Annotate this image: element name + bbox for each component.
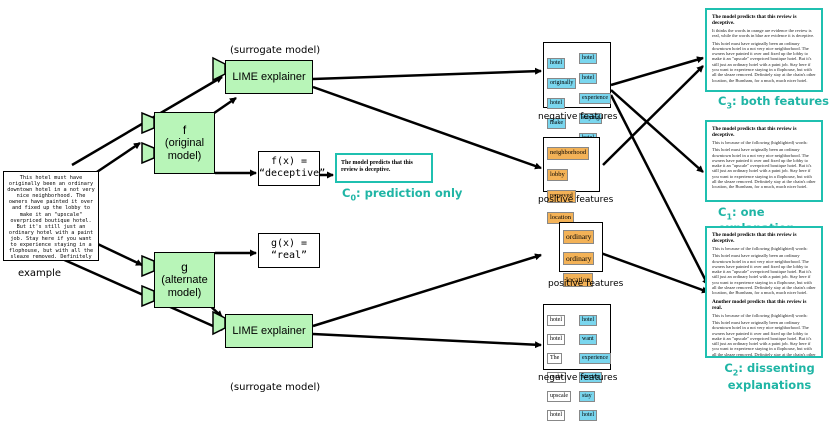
c3-title: The model predicts that this review is d…	[712, 14, 797, 26]
negative-features-top: hoteloriginallyhotelmakeupscale hotelhot…	[543, 42, 611, 149]
positive-features-bottom: ordinary ordinary location	[559, 222, 603, 287]
feature-word: hotel	[547, 315, 565, 326]
alternate-model-g: g (alternate model)	[154, 252, 215, 308]
c0-prediction-text: The model predicts that this review is d…	[341, 160, 413, 173]
feature-word: hotel	[579, 315, 597, 326]
feature-word: staying	[579, 113, 603, 124]
example-review-text: This hotel must have originally been an …	[7, 175, 95, 261]
feature-word: staying	[579, 372, 603, 383]
example-review-box: This hotel must have originally been an …	[3, 171, 99, 261]
c3-review: This hotel must have originally been an …	[712, 40, 816, 83]
feature-word: experience	[579, 93, 611, 104]
c1-document: The model predicts that this review is d…	[705, 120, 823, 202]
f-output-expr: f(x) =	[270, 156, 308, 167]
feature-word: neighborhood	[547, 147, 590, 160]
feature-word: hotel	[579, 73, 597, 84]
feature-word: removed	[547, 190, 576, 203]
c2-review-2: This hotel must have originally been an …	[712, 319, 816, 357]
g-model-name: g	[181, 259, 188, 274]
f-output-value: “deceptive”	[259, 168, 326, 179]
feature-word: originally	[547, 78, 577, 89]
negative-top-col1: hoteloriginallyhotelmakeupscale	[547, 51, 577, 151]
feature-word: hotel	[547, 410, 565, 421]
f-model-subtitle: (original model)	[164, 136, 205, 162]
c2-title-1: The model predicts that this review is d…	[712, 232, 797, 244]
c1-title: The model predicts that this review is d…	[712, 126, 797, 138]
c2-review-1: This hotel must have originally been an …	[712, 253, 816, 296]
c2-intro-2: This is because of the following (highli…	[712, 312, 808, 318]
feature-word: The	[547, 353, 563, 364]
positive-features-label-bottom: positive features	[548, 279, 624, 289]
feature-word: ordinary	[563, 230, 595, 244]
surrogate-label-bottom: (surrogate model)	[230, 382, 321, 393]
c1-review: This hotel must have originally been an …	[712, 147, 816, 190]
c1-intro: This is because of the following (highli…	[712, 140, 808, 145]
feature-word: experience	[579, 353, 611, 364]
feature-word: upscale	[547, 391, 571, 402]
feature-word: make	[547, 118, 566, 129]
c3-intro: It thinks the words in orange are eviden…	[712, 28, 815, 39]
feature-word: make	[547, 372, 566, 383]
f-output-box: f(x) = “deceptive”	[258, 151, 326, 186]
example-label: example	[18, 268, 62, 279]
c2-document: The model predicts that this review is d…	[705, 226, 823, 358]
c3-document: The model predicts that this review is d…	[705, 8, 823, 92]
surrogate-label-top: (surrogate model)	[230, 45, 321, 56]
feature-word: ordinary	[563, 251, 595, 265]
feature-word: hotel	[579, 53, 597, 64]
negative-top-col2: hotelhotelexperiencestayinghotel	[579, 46, 611, 146]
lime-explainer-top: LIME explainer	[225, 60, 313, 94]
c2-caption: C2: dissenting explanations	[724, 361, 815, 393]
negative-bottom-col2: hotel want experience staying stay hotel	[579, 308, 611, 422]
feature-word: stay	[579, 391, 595, 402]
g-output-box: g(x) = “real”	[258, 233, 320, 268]
negative-features-label-top: negative features	[538, 112, 618, 122]
g-model-subtitle: (alternate model)	[161, 273, 208, 299]
lime-explainer-bottom-label: LIME explainer	[232, 324, 306, 337]
negative-features-label-bottom: negative features	[538, 373, 618, 383]
feature-word: hotel	[547, 58, 565, 69]
c2-title-2: Another model predicts that this review …	[712, 298, 807, 311]
lime-explainer-bottom: LIME explainer	[225, 314, 313, 348]
f-model-name: f	[182, 122, 187, 137]
feature-word: want	[579, 334, 597, 345]
positive-features-label-top: positive features	[538, 195, 614, 205]
c0-prediction-box: The model predicts that this review is d…	[335, 153, 433, 183]
feature-word: hotel	[547, 98, 565, 109]
c2-intro-1: This is because of the following (highli…	[712, 246, 808, 251]
g-output-expr: g(x) =	[270, 238, 308, 249]
c3-caption: C3: both features	[718, 94, 830, 111]
original-model-f: f (original model)	[154, 112, 215, 174]
feature-word: hotel	[547, 334, 565, 345]
lime-explainer-top-label: LIME explainer	[232, 70, 306, 83]
feature-word: location	[563, 273, 594, 287]
c0-caption: C0: prediction only	[342, 186, 463, 203]
feature-word: hotel	[579, 410, 597, 421]
g-output-value: “real”	[270, 250, 308, 261]
feature-word: lobby	[547, 168, 568, 181]
